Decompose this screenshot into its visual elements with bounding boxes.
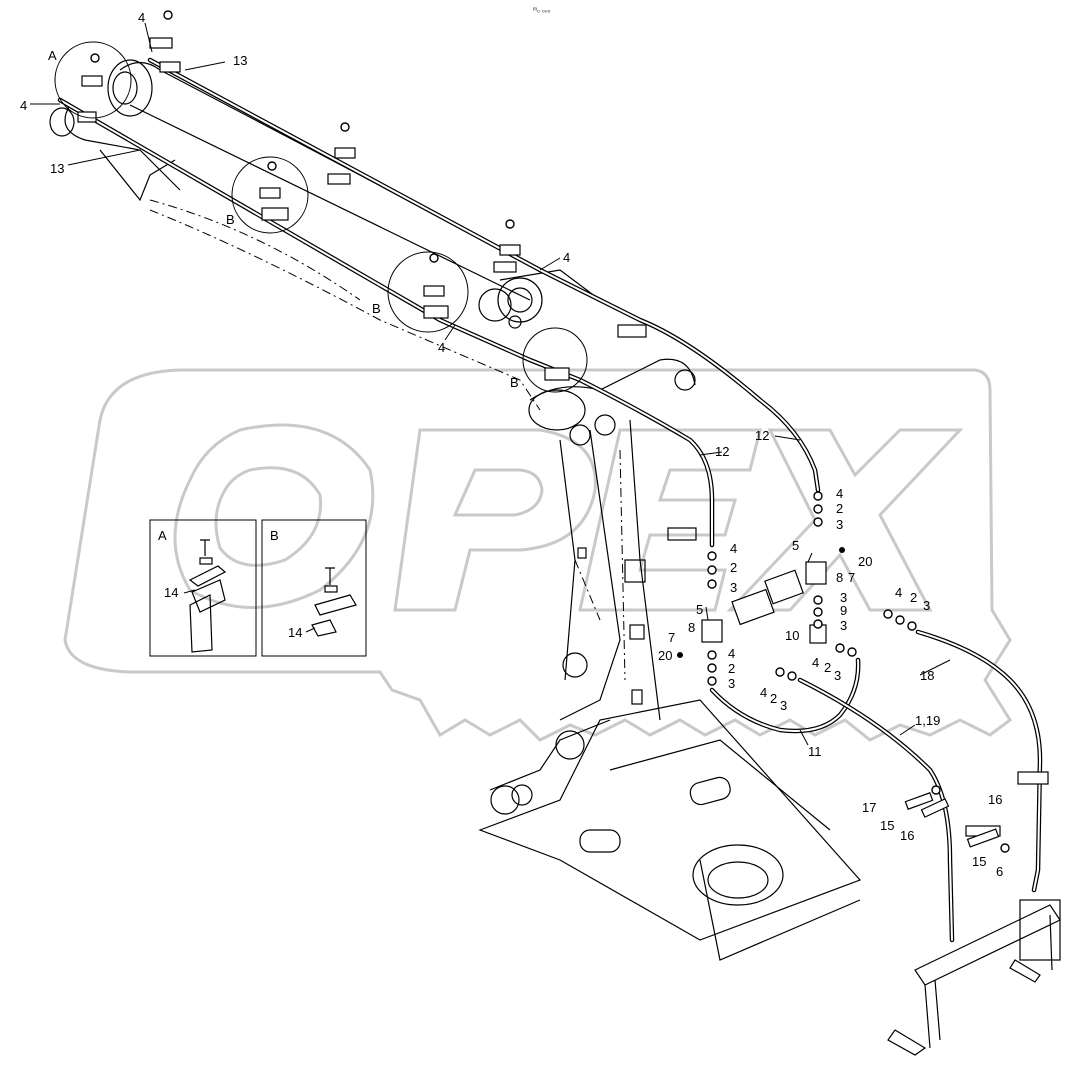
clamp xyxy=(81,75,103,87)
pipe-clamps xyxy=(77,10,1049,837)
callout-label: 4 xyxy=(760,685,767,700)
clamp xyxy=(423,285,445,297)
callout-label: 8 xyxy=(688,620,695,635)
callout-label: 4 xyxy=(836,486,843,501)
callout-label: 12 xyxy=(755,428,769,443)
manifold-block-2 xyxy=(731,588,775,626)
callout-label: 2 xyxy=(728,661,735,676)
watermark-letter-e xyxy=(578,428,762,612)
callout-label: 2 xyxy=(770,691,777,706)
clamp xyxy=(159,61,181,73)
callout-label: 20 xyxy=(858,554,872,569)
mount-bracket xyxy=(914,904,1061,986)
clamp xyxy=(493,261,517,273)
callout-label: 3 xyxy=(834,668,841,683)
clamp xyxy=(149,37,173,49)
callout-label: 4 xyxy=(20,98,27,113)
callout-label: 11 xyxy=(808,744,822,759)
manifold-block xyxy=(764,569,804,605)
detail-callout-a: 14 xyxy=(164,585,178,600)
callout-label: 7 xyxy=(668,630,675,645)
valve-block-5-right xyxy=(805,561,827,585)
pipe-13-upper xyxy=(147,57,821,493)
section-marker-a: A xyxy=(48,48,57,63)
callout-label: 8 xyxy=(836,570,843,585)
detail-box-b: B 14 xyxy=(261,519,367,657)
detail-title-b: B xyxy=(270,528,279,543)
bracket-leg-right xyxy=(1049,914,1053,971)
callout-label: 17 xyxy=(862,800,876,815)
callout-label: 20 xyxy=(658,648,672,663)
leader-lines xyxy=(30,22,951,746)
clamp xyxy=(259,187,281,199)
callouts: 4 4 4 4 13 13 12 12 4 2 3 5 20 8 7 3 9 3… xyxy=(20,10,1003,879)
watermark-letter-o xyxy=(173,423,375,609)
callout-label: 2 xyxy=(836,501,843,516)
pipe-lines xyxy=(57,57,1043,943)
watermark-letter-p xyxy=(393,428,597,612)
hose-18 xyxy=(915,629,1043,893)
clamp xyxy=(423,305,449,319)
callout-label: 3 xyxy=(730,580,737,595)
boom-structure xyxy=(49,59,862,961)
callout-label: 7 xyxy=(848,570,855,585)
callout-label: 4 xyxy=(812,655,819,670)
detail-frame-a xyxy=(149,519,257,657)
header-mark: ᵐ₀ ₀₀₀ xyxy=(533,7,551,14)
callout-label: 3 xyxy=(840,590,847,605)
callout-label: 15 xyxy=(880,818,894,833)
callout-label: 4 xyxy=(728,646,735,661)
clamp xyxy=(334,147,356,159)
callout-label: 16 xyxy=(900,828,914,843)
detail-callout-b: 14 xyxy=(288,625,302,640)
callout-label: 3 xyxy=(780,698,787,713)
callout-label: 3 xyxy=(728,676,735,691)
clamp xyxy=(544,367,570,381)
callout-label: 4 xyxy=(730,541,737,556)
clamp xyxy=(327,173,351,185)
callout-label: 4 xyxy=(138,10,145,25)
detail-circles xyxy=(54,41,588,393)
callout-label: 2 xyxy=(824,660,831,675)
valve-block-5-left xyxy=(701,619,723,643)
section-marker-b: B xyxy=(372,301,381,316)
callout-label: 2 xyxy=(910,590,917,605)
callout-label: 10 xyxy=(785,628,799,643)
callout-label: 13 xyxy=(50,161,64,176)
callout-label: 5 xyxy=(696,602,703,617)
callout-label: 6 xyxy=(996,864,1003,879)
callout-label: 15 xyxy=(972,854,986,869)
clamp xyxy=(1017,771,1049,785)
clamp xyxy=(499,244,521,256)
detail-box-a: A 14 xyxy=(149,519,257,657)
callout-label: 12 xyxy=(715,444,729,459)
detail-title-a: A xyxy=(158,528,167,543)
watermark-letter-x xyxy=(726,428,964,612)
callout-label: 13 xyxy=(233,53,247,68)
callout-label: 3 xyxy=(923,598,930,613)
clamp xyxy=(261,207,289,221)
bracket-leg-left xyxy=(924,979,941,1049)
callout-label: 4 xyxy=(563,250,570,265)
watermark-logo xyxy=(63,368,1013,742)
callout-label: 9 xyxy=(840,603,847,618)
clamp xyxy=(617,324,647,338)
callout-label: 3 xyxy=(840,618,847,633)
callout-label: 1,19 xyxy=(915,713,940,728)
callout-label: 4 xyxy=(895,585,902,600)
clamp xyxy=(77,111,97,123)
callout-label: 3 xyxy=(836,517,843,532)
section-marker-b: B xyxy=(510,375,519,390)
callout-label: 5 xyxy=(792,538,799,553)
callout-label: 16 xyxy=(988,792,1002,807)
fittings xyxy=(677,491,1061,1056)
callout-label: 4 xyxy=(438,340,445,355)
callout-label: 18 xyxy=(920,668,934,683)
detail-frame-b xyxy=(261,519,367,657)
watermark-gear-outline xyxy=(63,368,1013,742)
callout-label: 2 xyxy=(730,560,737,575)
section-marker-b: B xyxy=(226,212,235,227)
